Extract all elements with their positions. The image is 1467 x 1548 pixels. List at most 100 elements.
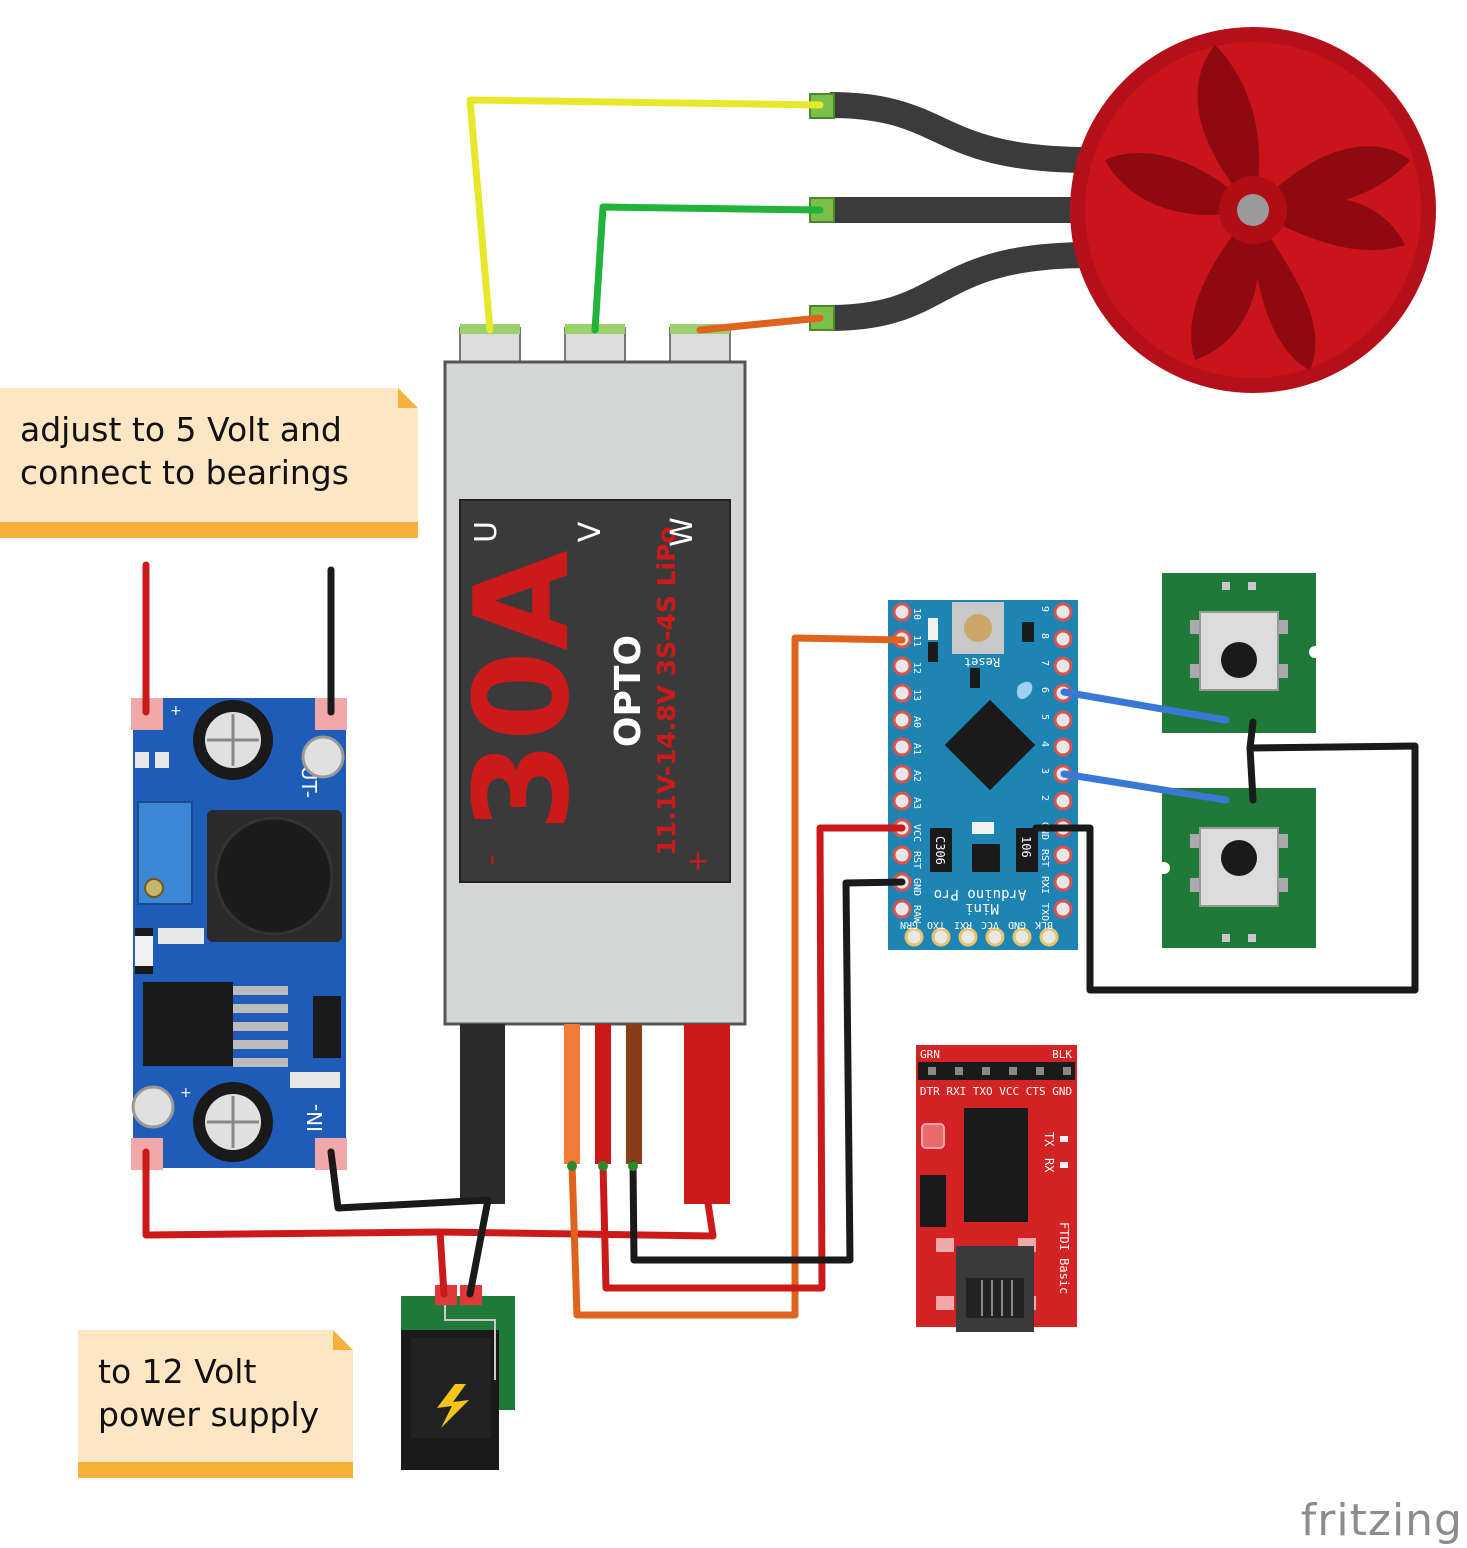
fritzing-logo: fritzing — [1300, 1495, 1463, 1546]
arduino-pin-10[interactable] — [892, 602, 912, 622]
ftdi-name-label: FTDI Basic — [1057, 1222, 1071, 1294]
arduino-pin-4[interactable] — [1053, 737, 1073, 757]
esc-signal-brown[interactable] — [626, 1024, 642, 1164]
ftdi-usb-connector[interactable] — [936, 1238, 1036, 1332]
arduino-pin-label: 9 — [1039, 606, 1050, 612]
ftdi-header[interactable] — [918, 1062, 1075, 1080]
brushless-motor[interactable] — [809, 27, 1436, 393]
ftdi-header-pin[interactable] — [955, 1067, 963, 1075]
wire-esc-bec-red[interactable] — [599, 824, 906, 1292]
arduino-pin-a3[interactable] — [892, 791, 912, 811]
arduino-pin-9[interactable] — [1053, 602, 1073, 622]
arduino-pin-a1[interactable] — [892, 737, 912, 757]
wire-button-1-blue[interactable] — [1060, 688, 1230, 724]
buck-inductor — [207, 810, 342, 942]
buck-in-label: IN- — [303, 1104, 327, 1132]
arduino-logo-icon — [1016, 681, 1033, 700]
arduino-pin-a2[interactable] — [892, 764, 912, 784]
note-power-line-2: power supply — [98, 1395, 320, 1434]
arduino-pro-mini[interactable]: Reset C306 106 Arduino Pro Mini 10111213… — [888, 600, 1078, 950]
motor-fan-blades — [1105, 45, 1410, 370]
ftdi-header-pin[interactable] — [928, 1067, 936, 1075]
arduino-pin-label: RAW — [911, 905, 922, 924]
arduino-pin-12[interactable] — [892, 656, 912, 676]
push-button-2[interactable] — [1158, 788, 1316, 948]
ftdi-tx-label: TX — [1042, 1132, 1056, 1147]
buck-potentiometer[interactable] — [137, 801, 193, 905]
arduino-pin-rst[interactable] — [1053, 845, 1073, 865]
arduino-name-label: Arduino Pro — [934, 886, 1027, 902]
note-bearings: adjust to 5 Volt and connect to bearings — [0, 388, 418, 538]
ftdi-blk-label: BLK — [1052, 1048, 1072, 1061]
arduino-pin-raw[interactable] — [892, 899, 912, 919]
wire-power-black[interactable] — [327, 1148, 492, 1212]
wiring — [142, 96, 1419, 1319]
wire-jack-minus[interactable] — [466, 1196, 492, 1298]
arduino-bottom-pin-gnd[interactable] — [1012, 927, 1032, 947]
ftdi-header-pin[interactable] — [982, 1067, 990, 1075]
dc-barrel-jack[interactable] — [401, 1285, 515, 1470]
arduino-bottom-pin-txo[interactable] — [931, 927, 951, 947]
esc-power-lead-red[interactable] — [684, 1024, 730, 1204]
ftdi-grn-label: GRN — [920, 1048, 940, 1061]
arduino-pin-label: 8 — [1039, 633, 1050, 639]
arduino-pin-label: 11 — [911, 635, 922, 647]
ftdi-header-pin[interactable] — [1063, 1067, 1071, 1075]
motor-lead-3 — [829, 242, 1091, 331]
buck-regulator-ic — [143, 982, 288, 1067]
arduino-pin-rxi[interactable] — [1053, 872, 1073, 892]
push-button-2-cap[interactable] — [1221, 840, 1257, 876]
arduino-bottom-pin-vcc[interactable] — [985, 927, 1005, 947]
arduino-pin-8[interactable] — [1053, 629, 1073, 649]
esc-signal-orange[interactable] — [564, 1024, 580, 1164]
esc-30a[interactable]: 30A OPTO 11.1V-14.8V 3S-4S LiPo U V W - … — [443, 324, 747, 1204]
wire-yellow-phase-u[interactable] — [466, 96, 824, 334]
ftdi-header-pin[interactable] — [1036, 1067, 1044, 1075]
arduino-pin-rst[interactable] — [892, 845, 912, 865]
note-bearings-line-2: connect to bearings — [20, 453, 349, 492]
arduino-bottom-pin-blk[interactable] — [1039, 927, 1059, 947]
ftdi-header-pin[interactable] — [1009, 1067, 1017, 1075]
buck-converter[interactable]: + OUT- + IN- — [131, 698, 347, 1170]
arduino-pin-5[interactable] — [1053, 710, 1073, 730]
arduino-pin-label: RST — [1039, 849, 1050, 867]
arduino-bottom-pin-rxi[interactable] — [958, 927, 978, 947]
wire-orange-phase-w[interactable] — [696, 314, 824, 334]
wire-button-1-ground[interactable] — [1246, 718, 1257, 752]
wire-button-2-blue[interactable] — [1060, 770, 1230, 804]
arduino-pin-label: 5 — [1039, 714, 1050, 720]
wire-esc-ground-black[interactable] — [629, 878, 906, 1264]
arduino-pin-13[interactable] — [892, 683, 912, 703]
wire-esc-signal-orange[interactable] — [568, 634, 906, 1319]
esc-label-plate — [459, 499, 731, 883]
ftdi-basic[interactable]: GRN BLK DTR RXI TXO VCC CTS GND TX RX FT… — [916, 1045, 1077, 1332]
arduino-chip2-label: 106 — [1019, 836, 1033, 858]
arduino-pin-txo[interactable] — [1053, 899, 1073, 919]
esc-voltage: 11.1V-14.8V 3S-4S LiPo — [652, 526, 681, 855]
arduino-bottom-pin-grn[interactable] — [904, 927, 924, 947]
arduino-reset-button[interactable] — [964, 614, 992, 642]
wire-green-phase-v[interactable] — [591, 203, 824, 334]
arduino-pin-7[interactable] — [1053, 656, 1073, 676]
arduino-pin-label: 10 — [911, 608, 922, 620]
arduino-pin-label: GND — [911, 878, 922, 896]
esc-signal-red[interactable] — [595, 1024, 611, 1164]
push-button-1-cap[interactable] — [1221, 642, 1257, 678]
arduino-pin-label: A0 — [911, 716, 922, 728]
esc-power-lead-black[interactable] — [460, 1024, 505, 1204]
arduino-pin-label: 13 — [911, 689, 922, 701]
wire-jack-plus[interactable] — [436, 1228, 448, 1298]
buck-plus-bottom-label: + — [180, 1085, 192, 1101]
buck-capacitor-bottom — [193, 1082, 273, 1162]
buck-mount-hole-top — [301, 735, 345, 779]
arduino-pin-2[interactable] — [1053, 791, 1073, 811]
arduino-pin-a0[interactable] — [892, 710, 912, 730]
push-button-1[interactable] — [1162, 573, 1321, 733]
arduino-pin-label: 3 — [1039, 768, 1050, 774]
esc-minus-label: - — [474, 855, 507, 865]
note-power-line-1: to 12 Volt — [98, 1352, 257, 1391]
arduino-pin-label: VCC — [911, 824, 922, 842]
buck-plus-top-label: + — [170, 703, 182, 719]
